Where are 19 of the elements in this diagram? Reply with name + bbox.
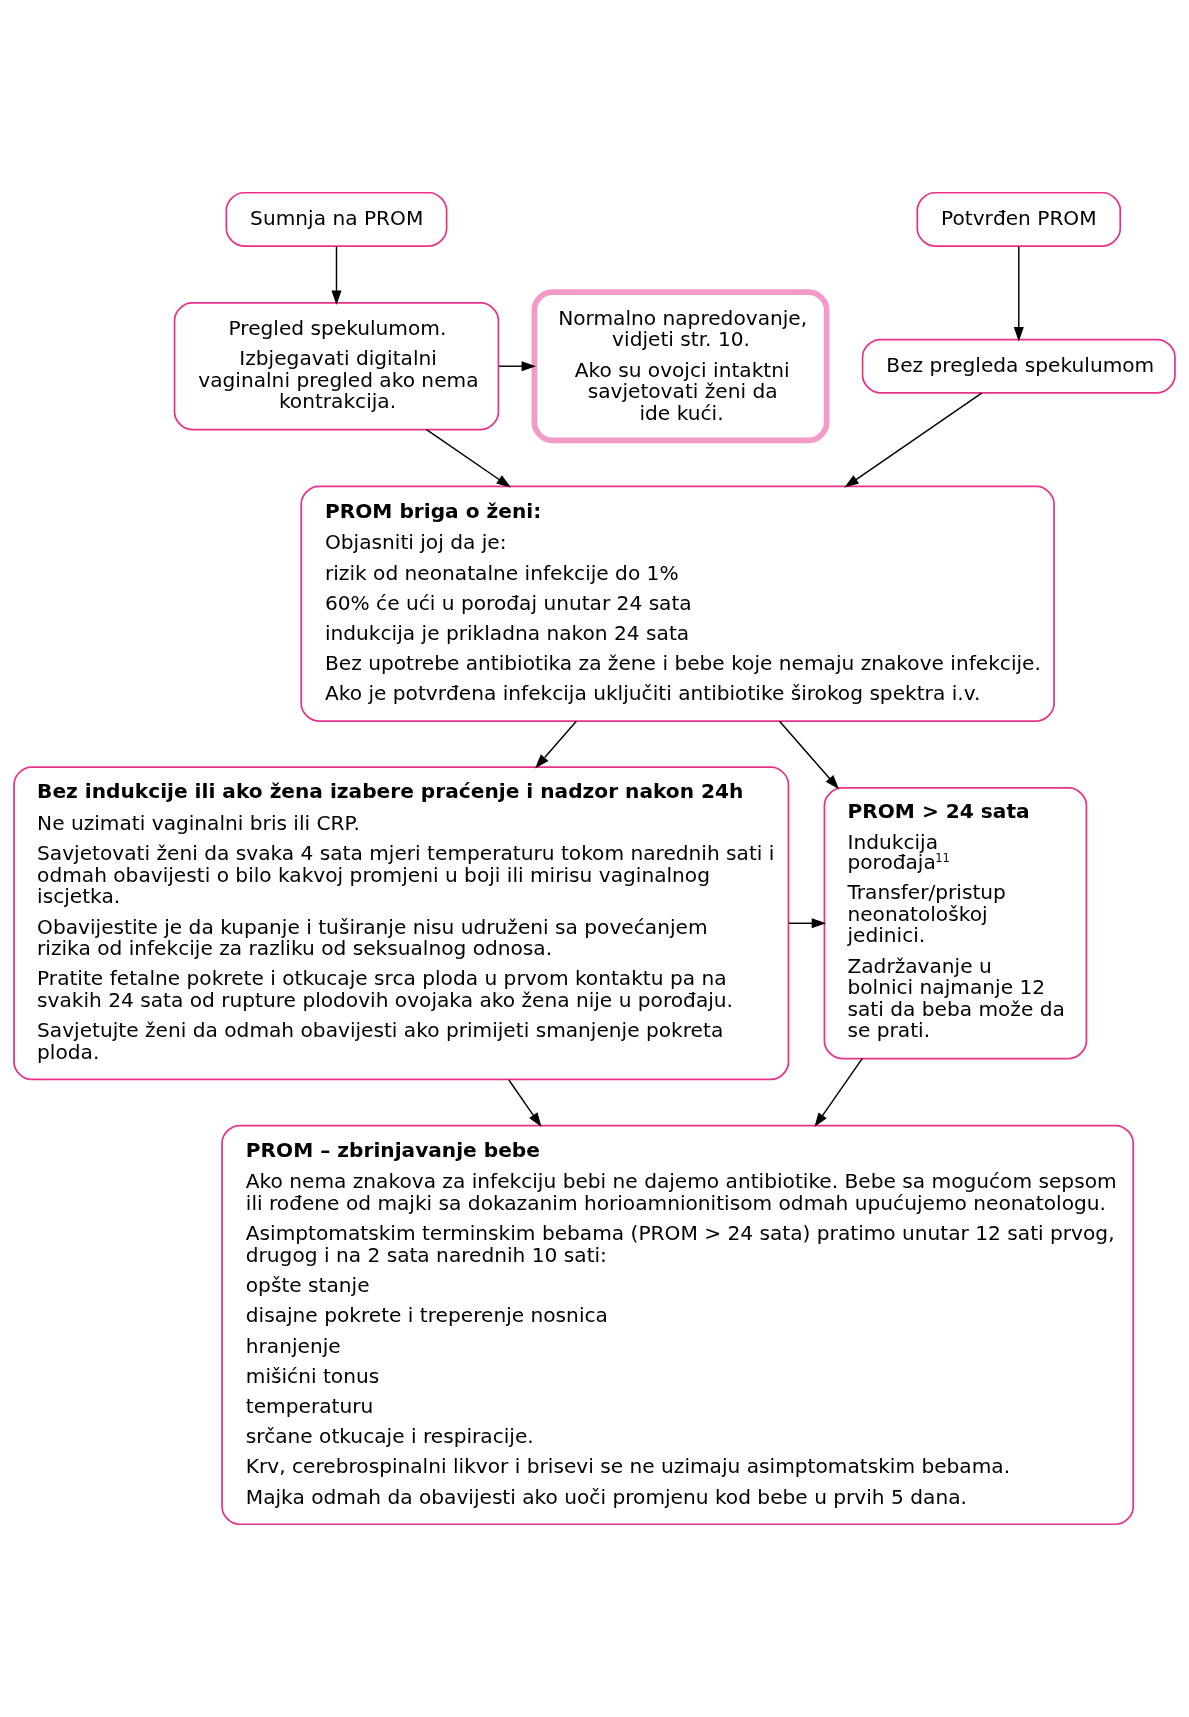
arrow [425, 428, 511, 488]
arrow [844, 392, 983, 488]
arrow [498, 361, 536, 372]
arrow [535, 720, 577, 769]
node-box: PROM – zbrinjavanje bebe Ako nema znakova za infekciju bebi ne dajemo antibiotike. Bebe sa mogućom sepsom ili rođene od majki sa dokazanim horioamnionitisom odmah upućujemo neonatologu. Asimptomatskim terminskim bebama (PROM > 24 sata) pratimo unutar 12 sati prvog, drugog i na 2 sata narednih 10 sati: opšte stanje disajne pokrete i treperenje nosnica hranjenje mišićni tonus temperaturu srčane otkucaje i respiracije. Krv, cerebrospinalni likvor i brisevi se ne uzimaju asimptomatskim bebama. Majka odmah da obavijesti ako uoči promjenu kod bebe u prvih 5 dana. [221, 1124, 1135, 1526]
node-box: Pregled spekulumom. Izbjegavati digitalni vaginalni pregled ako nema kontrakcija. [173, 302, 500, 431]
arrow [1013, 245, 1024, 342]
node-box: Potvrđen PROM [916, 191, 1122, 247]
node-box: PROM briga o ženi: Objasniti joj da je: rizik od neonatalne infekcije do 1% 60% će ući u porođaj unutar 24 sata indukcija je prikladna nakon 24 sata Bez upotrebe antibiotika za žene i bebe koje nemaju znakove infekcije. Ako je potvrđena infekcija uključiti antibiotike širokog spektra i.v. [300, 485, 1055, 722]
node-box: Bez pregleda spekulumom [861, 338, 1176, 394]
node-box: Normalno napredovanje, vidjeti str. 10. Ako su ovojci intaktni savjetovati ženi da ide kući. [531, 289, 830, 444]
arrow [778, 720, 840, 790]
arrow [814, 1057, 863, 1128]
arrow [788, 918, 827, 929]
arrow [331, 245, 342, 305]
node-box: Sumnja na PROM [225, 191, 448, 247]
node-box: Bez indukcije ili ako žena izabere praćenje i nadzor nakon 24h Ne uzimati vaginalni bris ili CRP. Savjetovati ženi da svaka 4 sata mjeri temperaturu tokom narednih sati i odmah obavijesti o bilo kakvoj promjeni u boji ili mirisu vaginalnog iscjetka. Obavijestite je da kupanje i tuširanje nisu udruženi sa povećanjem rizika od infekcije za razliku od seksualnog odnosa. Pratite fetalne pokrete i otkucaje srca ploda u prvom kontaktu pa na svakih 24 sata od rupture plodovih ovojaka ako žena nije u porođaju. Savjetujte ženi da odmah obavijesti ako primijeti smanjenje pokreta ploda. [13, 766, 790, 1081]
node-box: PROM > 24 sata Indukcija porođaja$^{11}$ Transfer/pristup neonatološkoj jedinici. Zadržavanje u bolnici najmanje 12 sati da beba može da se prati. [823, 787, 1088, 1060]
arrow [508, 1079, 542, 1128]
